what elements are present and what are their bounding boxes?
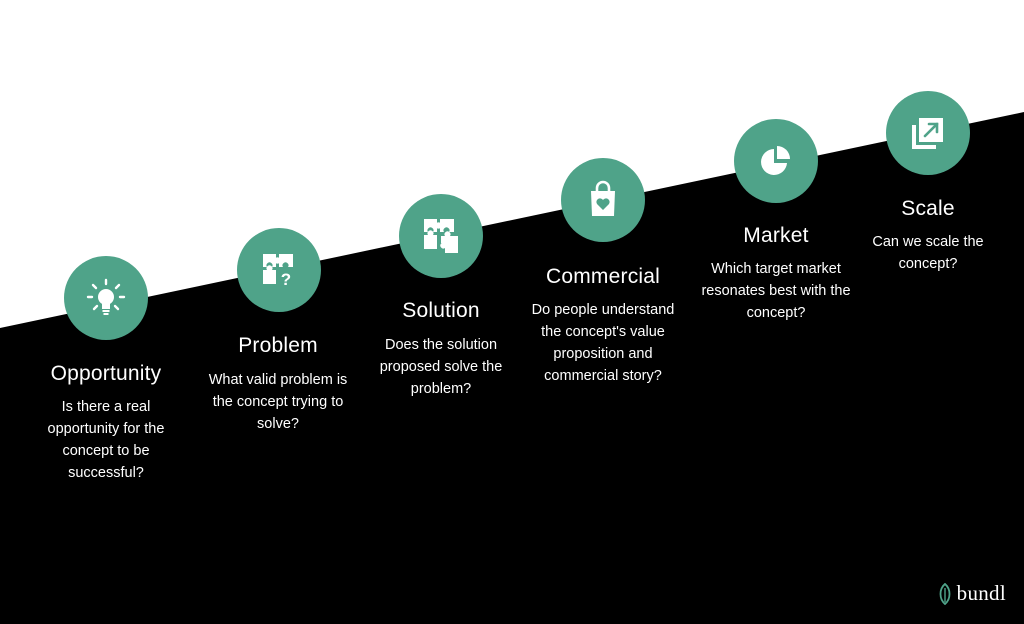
leaf-icon [939, 582, 951, 605]
stage-title: Market [743, 224, 809, 247]
stage-description: Does the solution proposed solve the pro… [379, 337, 503, 397]
stage-description: What valid problem is the concept trying… [208, 372, 348, 432]
svg-text:?: ? [281, 270, 291, 289]
stage-description: Do people understand the concept's value… [531, 302, 675, 384]
stage-title: Scale [901, 197, 955, 220]
shopping-bag-heart-icon [561, 158, 645, 242]
stage-description: Is there a real opportunity for the conc… [47, 399, 165, 481]
stage-description: Which target market resonates best with … [701, 261, 851, 321]
puzzle-question-icon: ? [237, 228, 321, 312]
stage-title: Problem [238, 334, 318, 357]
stage-title: Opportunity [50, 362, 162, 385]
stage-description: Can we scale the concept? [872, 234, 984, 272]
scale-arrow-icon [886, 91, 970, 175]
stage-title: Commercial [545, 265, 660, 288]
logo-text: bundl [956, 581, 1006, 605]
stage-title: Solution [402, 299, 480, 322]
bundl-logo: bundl [937, 581, 1006, 606]
puzzle-icon [399, 194, 483, 278]
lightbulb-icon [64, 256, 148, 340]
pie-chart-icon [734, 119, 818, 203]
